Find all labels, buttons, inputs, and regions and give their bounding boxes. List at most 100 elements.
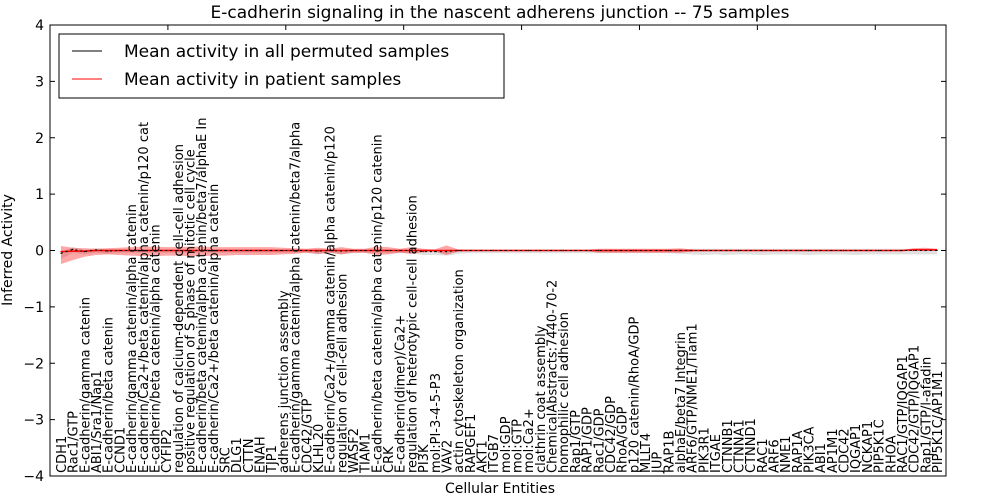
data-point [574, 249, 576, 252]
y-tick-label: −1 [23, 300, 44, 316]
x-tick-label: CCND1 [113, 427, 128, 473]
x-tick-label: E-cadherin/Ca2+/gamma catenin/alpha cate… [324, 126, 339, 473]
x-tick-label: ABI1/Sra1/Nap1 [90, 370, 105, 473]
x-tick-label: TJP1 [265, 445, 280, 474]
legend-label-patient: Mean activity in patient samples [124, 70, 401, 90]
x-tick-label: CDH1 [55, 436, 70, 473]
x-tick-label: DLG1 [230, 437, 245, 473]
data-point [457, 249, 459, 252]
x-tick-label: CTNNB1 [721, 419, 736, 473]
data-point [375, 249, 377, 252]
x-tick-label: PI3K [417, 444, 432, 473]
x-tick-label: E-cadherin/beta catenin [102, 317, 117, 473]
data-point [329, 249, 331, 252]
series-line-permuted [60, 248, 937, 254]
x-tick-label: Rac1/GTP [67, 411, 82, 473]
x-tick-label: KLHL20 [312, 424, 327, 473]
data-point [842, 249, 845, 252]
data-point [212, 249, 214, 252]
x-tick-label: E-cadherin(dimer)/Ca2+ [394, 315, 409, 473]
data-point [527, 249, 529, 252]
data-point [726, 249, 728, 252]
data-point [387, 249, 389, 252]
data-point [200, 249, 202, 252]
x-tick-label: adherens junction assembly [277, 290, 292, 473]
data-point [422, 251, 424, 253]
x-tick-label: mol:Ca2+ [522, 408, 537, 473]
x-tick-label: CTNND1 [744, 418, 759, 473]
x-tick-label: RAP1A [791, 430, 806, 473]
x-tick-label: E-cadherin/gamma catenin/alpha catenin [125, 204, 140, 473]
data-point [562, 249, 564, 252]
x-tick-label: RHOA [884, 435, 899, 473]
x-tick-label: mol:GTP [511, 419, 526, 473]
x-tick-label: PIK3R1 [697, 427, 712, 473]
data-point [282, 249, 284, 252]
x-tick-label: PIK3CA [803, 426, 818, 473]
x-tick-label: Rap1/GTP [569, 410, 584, 473]
data-point [737, 249, 740, 252]
data-point [586, 249, 588, 252]
data-point [632, 249, 634, 252]
y-tick-label: 0 [35, 244, 44, 260]
data-point [410, 249, 412, 252]
x-tick-label: CDC42/GTP/IQGAP1 [908, 345, 923, 473]
x-tick-label: E-cadherin/Ca2+/beta catenin/alpha caten… [137, 122, 152, 473]
x-tick-label: CRK [382, 446, 397, 473]
data-point [95, 249, 97, 251]
data-point [831, 249, 833, 252]
data-point [819, 249, 821, 252]
x-tick-label: CDC42/GDP [604, 396, 619, 473]
x-tick-label: WASF2 [347, 428, 362, 473]
data-point [691, 249, 693, 252]
x-tick-label: homophilic cell adhesion [557, 312, 572, 473]
data-point [130, 249, 132, 252]
data-point [177, 249, 179, 252]
x-tick-label: JUP [651, 452, 666, 474]
data-point [679, 249, 681, 252]
x-tick-label: p120 catenin/RhoA/GDP [627, 317, 642, 473]
data-point [749, 249, 751, 252]
data-point [434, 251, 436, 253]
x-tick-label: NCKAP1 [861, 421, 876, 473]
data-point [294, 249, 296, 252]
data-point [72, 248, 74, 250]
x-tick-label: E-cadherin/Ca2+/beta catenin/alpha caten… [207, 184, 222, 473]
data-point [901, 249, 903, 252]
data-point [480, 249, 483, 252]
data-point [866, 249, 868, 252]
data-point [784, 249, 786, 252]
data-point [247, 249, 249, 252]
legend-frame [58, 33, 505, 99]
series-lines [60, 248, 938, 254]
x-tick-label: ARF6 [768, 439, 783, 473]
x-tick-label: ITGB7 [487, 434, 502, 473]
x-tick-label: E-cadherin/beta catenin/alpha catenin/p1… [370, 134, 385, 473]
y-tick-label: −4 [23, 469, 44, 485]
data-point [142, 249, 144, 252]
x-tick-label: TIAM1 [359, 433, 374, 474]
x-tick-label: E-cadherin/beta catenin/alpha catenin [148, 224, 163, 473]
data-point [83, 251, 85, 253]
data-point [913, 249, 915, 252]
x-tick-label: clathrin coat assembly [534, 325, 549, 473]
data-point [597, 249, 599, 252]
data-point [118, 249, 120, 252]
x-tick-label: ENAH [254, 436, 269, 473]
x-tick-label: ABI1 [814, 443, 829, 473]
x-tick-label: actin cytoskeleton organization [452, 269, 467, 473]
x-tick-label: RAPGEF1 [464, 414, 479, 473]
x-tick-label: NME1 [779, 436, 794, 473]
y-tick-label: 3 [35, 74, 44, 90]
x-axis-label: Cellular Entities [445, 481, 555, 497]
data-point [796, 249, 798, 252]
plot-frame [49, 24, 947, 477]
data-point [434, 249, 436, 252]
data-point [515, 249, 518, 252]
data-point [761, 249, 763, 252]
data-point [889, 249, 891, 252]
data-point [667, 249, 669, 252]
x-tick-label: mol:PI-3-4-5-P3 [429, 373, 444, 473]
